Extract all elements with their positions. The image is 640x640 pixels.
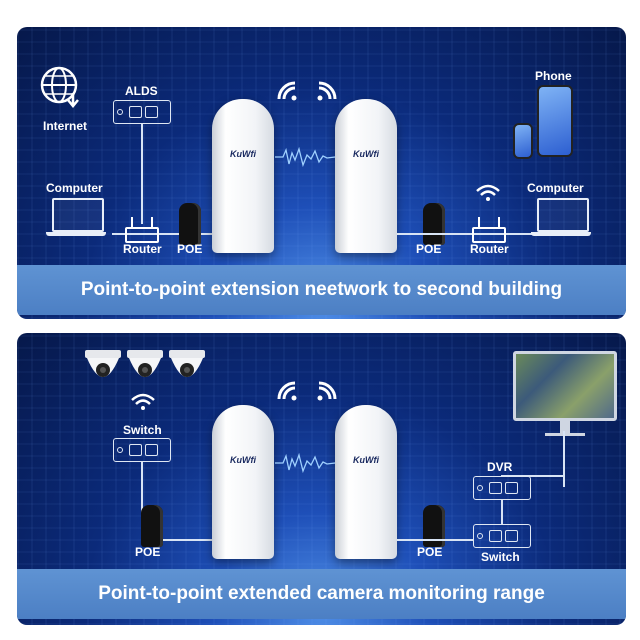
poe-right-label: POE <box>416 242 442 256</box>
router-icon <box>125 217 159 243</box>
connector-line <box>397 233 537 235</box>
connector-line <box>112 233 242 235</box>
poe-adapter-icon <box>179 203 201 245</box>
poe-right-label: POE <box>417 545 443 559</box>
wifi-icon <box>317 381 337 401</box>
phone-label: Phone <box>535 69 572 83</box>
router-icon <box>472 217 506 243</box>
poe-left-label: POE <box>135 545 161 559</box>
camera-icon <box>85 350 121 377</box>
wifi-icon <box>131 393 155 410</box>
panel1-banner: Point-to-point extension neetwork to sec… <box>17 265 626 315</box>
alds-label: ALDS <box>125 84 158 98</box>
cpe-device-left: KuWfi <box>212 405 274 559</box>
laptop-icon <box>46 198 106 236</box>
device-logo: KuWfi <box>353 455 379 465</box>
cpe-device-right: KuWfi <box>335 99 397 253</box>
connector-line <box>141 124 143 224</box>
switch-left-label: Switch <box>123 423 162 437</box>
switch-box <box>473 524 531 548</box>
connector-line <box>563 431 565 487</box>
panel2-banner: Point-to-point extended camera monitorin… <box>17 569 626 619</box>
connector-line <box>141 539 241 541</box>
device-logo: KuWfi <box>230 455 256 465</box>
connector-line <box>141 462 143 542</box>
switch-right-label: Switch <box>481 550 520 564</box>
wifi-icon <box>277 81 297 101</box>
wifi-icon <box>277 381 297 401</box>
device-logo: KuWfi <box>230 149 256 159</box>
poe-adapter-icon <box>423 203 445 245</box>
wifi-icon <box>317 81 337 101</box>
poe-left-label: POE <box>177 242 203 256</box>
monitor-icon <box>513 351 617 436</box>
dvr-box <box>473 476 531 500</box>
signal-wave <box>275 147 335 167</box>
computer-right-label: Computer <box>527 181 584 195</box>
computer-left-label: Computer <box>46 181 103 195</box>
camera-icon <box>127 350 163 377</box>
connector-line <box>501 500 503 524</box>
alds-box <box>113 100 171 124</box>
cpe-device-right: KuWfi <box>335 405 397 559</box>
network-extension-panel: Internet ALDS Computer Router POE KuWfi … <box>17 27 626 319</box>
camera-monitoring-panel: Switch POE KuWfi KuWfi POE DVR Switch <box>17 333 626 625</box>
globe-icon <box>40 66 79 108</box>
dvr-label: DVR <box>487 460 513 474</box>
phone-icon <box>513 123 533 159</box>
connector-line <box>501 475 565 477</box>
router-right-label: Router <box>470 242 509 256</box>
camera-icon <box>169 350 205 377</box>
device-logo: KuWfi <box>353 149 379 159</box>
phone-icon <box>537 85 573 157</box>
signal-wave <box>275 453 335 473</box>
poe-adapter-icon <box>423 505 445 547</box>
router-left-label: Router <box>123 242 162 256</box>
connector-line <box>397 539 473 541</box>
wifi-icon <box>476 184 500 201</box>
poe-adapter-icon <box>141 505 163 547</box>
switch-box <box>113 438 171 462</box>
laptop-icon <box>531 198 591 236</box>
internet-label: Internet <box>43 119 88 133</box>
cpe-device-left: KuWfi <box>212 99 274 253</box>
